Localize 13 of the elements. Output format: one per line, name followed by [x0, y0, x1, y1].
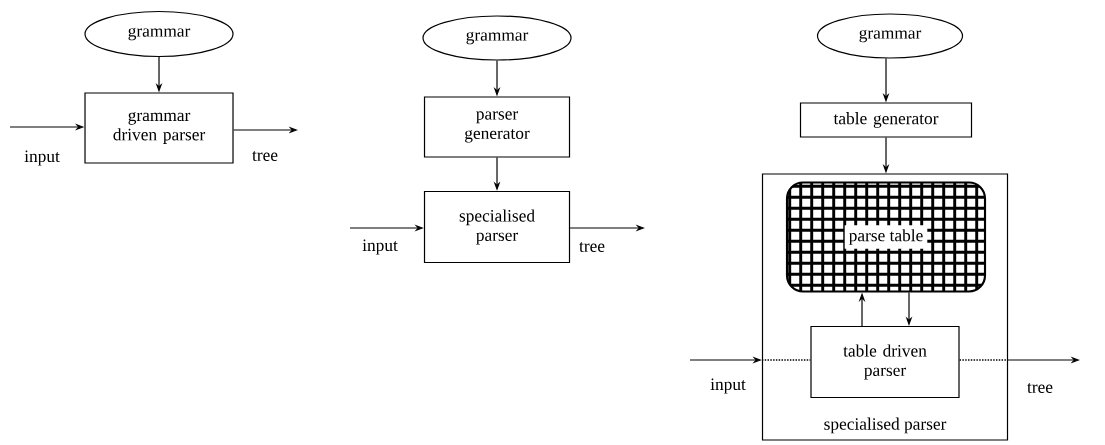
- process-box: table generator: [799, 102, 973, 138]
- process-box: table driven parser: [810, 325, 960, 399]
- process-box: specialised parser: [423, 190, 571, 264]
- edge-label: tree: [1025, 381, 1055, 395]
- edge-label: input: [708, 377, 748, 395]
- process-box: grammar driven parser: [84, 92, 234, 164]
- edge-label: tree: [577, 240, 607, 254]
- edge-label: input: [22, 149, 62, 167]
- process-box: parser generator: [423, 96, 571, 158]
- edge-label: input: [360, 238, 400, 256]
- table-grid: parse table: [785, 181, 987, 293]
- dotted-line: [958, 359, 1009, 361]
- edge-label: tree: [250, 149, 280, 163]
